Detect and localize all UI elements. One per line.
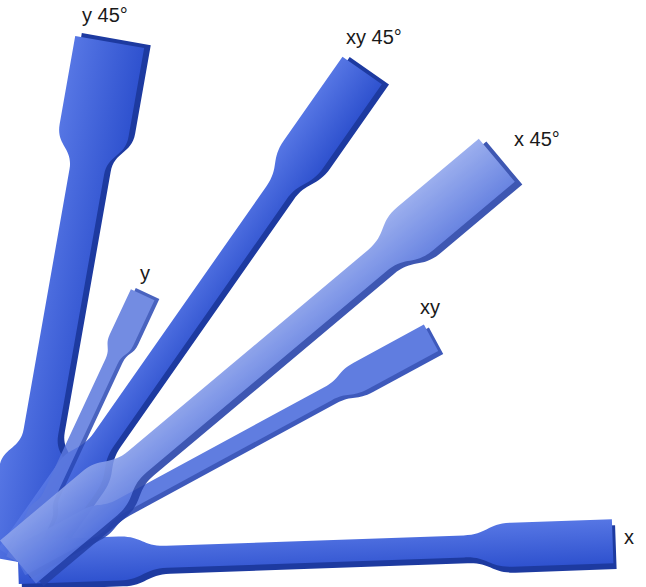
orientation-label: xy [420, 296, 440, 318]
orientation-label: y 45° [82, 4, 128, 26]
orientation-label: x 45° [514, 128, 560, 150]
dogbone-specimen [0, 136, 522, 587]
orientation-label: y [140, 262, 150, 284]
orientation-label: xy 45° [346, 26, 402, 48]
orientation-label: x [624, 526, 634, 548]
